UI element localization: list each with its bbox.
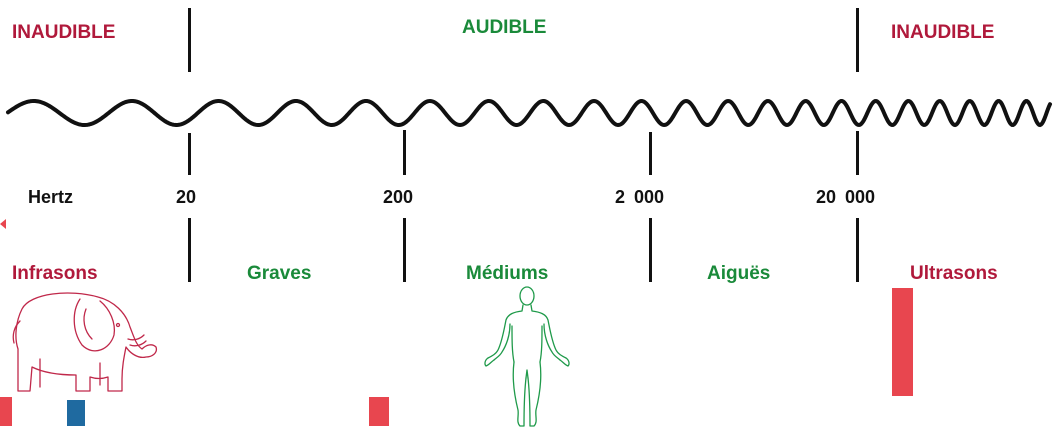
tick-2000-upper [649,132,652,175]
tick-200-lower [403,218,406,282]
tick-20000-upper [856,131,859,175]
elephant-icon [12,292,158,392]
tick-label-2000: 2 000 [615,187,665,207]
tick-2000-lower [649,218,652,282]
tick-label-200: 200 [383,187,414,207]
audible-label: AUDIBLE [462,17,547,38]
inaudible-right-label: INAUDIBLE [891,22,995,43]
tick-200-upper [403,130,406,175]
top-divider-right [856,8,859,72]
accent-bar-red-left [0,397,12,426]
human-figure-icon [484,286,570,427]
tick-20-lower [188,218,191,282]
band-ultrasons: Ultrasons [910,263,998,284]
unit-label-hertz: Hertz [28,187,74,207]
band-infrasons: Infrasons [12,263,98,284]
tick-label-20000: 20 000 [816,187,876,207]
accent-bar-red-mid [369,397,389,426]
band-graves: Graves [247,263,312,284]
accent-bar-red-right [892,288,913,396]
sound-wave [6,98,1052,128]
tick-20-upper [188,133,191,175]
left-edge-marker [0,219,6,229]
tick-20000-lower [856,218,859,282]
band-mediums: Médiums [466,263,549,284]
tick-label-20: 20 [176,187,197,207]
accent-bar-blue [67,400,85,426]
band-aigues: Aiguës [707,263,771,284]
inaudible-left-label: INAUDIBLE [12,22,116,43]
top-divider-left [188,8,191,72]
